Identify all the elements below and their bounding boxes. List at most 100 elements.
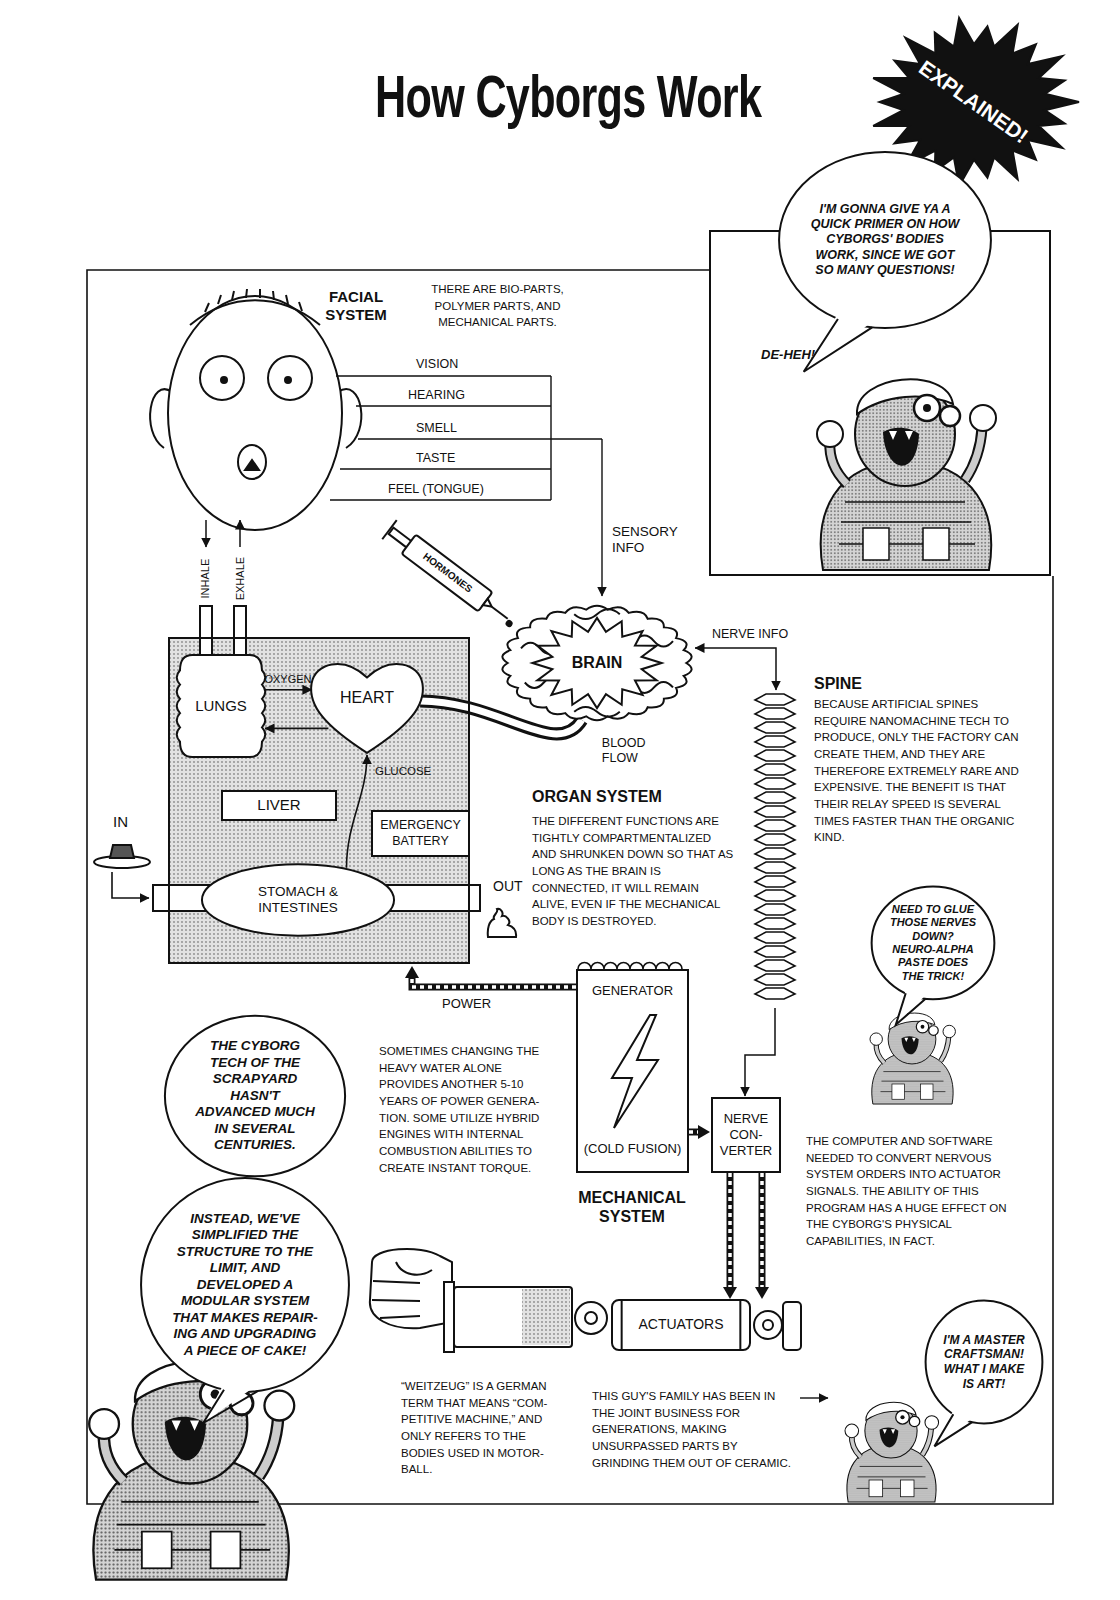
drawing-circle bbox=[221, 377, 227, 383]
generator-box: GENERATOR(COLD FUSION) bbox=[576, 969, 689, 1173]
drawing-ellipse bbox=[238, 445, 266, 479]
vertebra bbox=[755, 708, 795, 719]
liver-box: LIVER bbox=[221, 790, 337, 821]
connector bbox=[412, 978, 576, 987]
drawing-circle bbox=[200, 356, 244, 400]
pipe-line bbox=[689, 1129, 698, 1136]
node-text: I'M GONNA GIVE YA A QUICK PRIMER ON HOW … bbox=[810, 202, 960, 278]
pipe-core bbox=[760, 1173, 764, 1287]
vertebra bbox=[755, 876, 795, 887]
flow-label: IN bbox=[113, 813, 128, 831]
battery-box: EMERGENCY BATTERY bbox=[371, 810, 470, 857]
bubble-tail-fill bbox=[896, 990, 926, 1025]
vertebra bbox=[755, 750, 795, 761]
connector bbox=[347, 755, 368, 868]
drawing-path bbox=[245, 460, 259, 470]
speech-bubble: INSTEAD, WE'VE SIMPLIFIED THE STRUCTURE … bbox=[140, 1177, 350, 1393]
edge-label: BLOOD FLOW bbox=[602, 736, 664, 766]
heart-outline bbox=[311, 664, 423, 753]
cylinder-edge bbox=[622, 1301, 741, 1349]
speech-bubble: I'M A MASTER CRAFTSMAN! WHAT I MAKE IS A… bbox=[925, 1300, 1043, 1424]
nerve-converter-box: NERVE CON-VERTER bbox=[711, 1097, 781, 1173]
drawing-path bbox=[601, 439, 602, 596]
vertebra bbox=[755, 834, 795, 845]
vertebra bbox=[755, 904, 795, 915]
drawing-circle bbox=[575, 1302, 607, 1334]
heart-organ: HEART bbox=[308, 655, 426, 757]
drawing-rect bbox=[522, 1289, 570, 1345]
connector bbox=[730, 1173, 762, 1287]
pipe-core bbox=[728, 1173, 732, 1287]
speech-bubble: I'M GONNA GIVE YA A QUICK PRIMER ON HOW … bbox=[778, 151, 992, 329]
vertebra bbox=[755, 820, 795, 831]
bubble-tail-fill bbox=[203, 1383, 258, 1423]
pipe-line bbox=[727, 1173, 734, 1287]
note-text: THIS GUY'S FAMILY HAS BEEN IN THE JOINT … bbox=[592, 1388, 794, 1471]
drawing-rect bbox=[168, 637, 470, 964]
node-text: BRAIN bbox=[555, 653, 639, 673]
note-text: “WEITZEUG” IS A GERMAN TERM THAT MEANS “… bbox=[401, 1378, 563, 1478]
actuator-cylinder: ACTUATORS bbox=[612, 1300, 750, 1350]
connector bbox=[265, 728, 328, 729]
pipe-line bbox=[759, 1173, 766, 1287]
drawing-use bbox=[845, 1402, 939, 1502]
flow-label: SENSORY INFO bbox=[612, 524, 696, 556]
drawing-circle bbox=[268, 356, 312, 400]
speech-bubble: THE CYBORG TECH OF THE SCRAPYARD HASN'T … bbox=[164, 1015, 346, 1177]
node-text: DE-HEH! bbox=[761, 347, 815, 363]
node-text: I'M A MASTER CRAFTSMAN! WHAT I MAKE IS A… bbox=[943, 1333, 1026, 1392]
node-text: LUNGS bbox=[186, 697, 256, 715]
drawing-use bbox=[870, 1013, 955, 1104]
page-title: How Cyborgs Work bbox=[168, 60, 968, 133]
drawing-path bbox=[695, 648, 776, 690]
vertebra bbox=[755, 960, 795, 971]
vertebra bbox=[755, 764, 795, 775]
drawing-use bbox=[89, 1361, 294, 1579]
flow-label: INHALE bbox=[199, 558, 212, 598]
thin-line bbox=[347, 755, 368, 868]
pipe-core bbox=[689, 1130, 698, 1134]
note-text: SOMETIMES CHANGING THE HEAVY WATER ALONE… bbox=[379, 1043, 564, 1176]
drawing-path bbox=[87, 270, 1053, 1504]
drawing-path bbox=[239, 520, 241, 547]
node-text: STOMACH & INTESTINES bbox=[230, 884, 366, 917]
edge-label: POWER bbox=[442, 996, 491, 1012]
sense-label: VISION bbox=[416, 357, 458, 372]
node-text: HEART bbox=[325, 688, 410, 708]
drawing-path bbox=[800, 1397, 828, 1398]
drawing-use bbox=[817, 379, 996, 570]
drawing-path bbox=[370, 1249, 452, 1328]
bubble-outline bbox=[165, 1016, 345, 1177]
vertebra bbox=[755, 974, 795, 985]
node-text: GENERATOR bbox=[582, 983, 683, 999]
bubble-outline bbox=[872, 887, 995, 1000]
flow-label: NERVE INFO bbox=[712, 627, 788, 642]
section-heading: SPINE bbox=[814, 674, 862, 693]
vertebra bbox=[755, 792, 795, 803]
edge-label: OXYGEN bbox=[264, 673, 311, 686]
node-text: LIVER bbox=[228, 796, 330, 814]
node-text: ACTUATORS bbox=[624, 1316, 738, 1333]
bubble-tail bbox=[934, 1414, 972, 1446]
drawing-g bbox=[370, 1249, 801, 1352]
node-text: THE DIFFERENT FUNCTIONS ARE TIGHTLY COMP… bbox=[532, 813, 737, 930]
drawing-path bbox=[112, 872, 149, 898]
pipe-line bbox=[412, 978, 576, 987]
title-text: How Cyborgs Work bbox=[375, 60, 761, 133]
drawing-path bbox=[382, 520, 396, 539]
flow-label: OUT bbox=[493, 878, 523, 895]
drawing-g bbox=[150, 289, 361, 530]
drawing-rect bbox=[200, 606, 212, 658]
organ-system-box: ORGAN SYSTEMTHE DIFFERENT FUNCTIONS ARE … bbox=[168, 637, 470, 964]
drawing-g bbox=[382, 520, 520, 632]
drawing-path bbox=[488, 909, 516, 937]
edge-label: GLUCOSE bbox=[375, 765, 431, 779]
lungs-outline bbox=[177, 655, 266, 757]
vertebra bbox=[755, 736, 795, 747]
brain-shape: BRAIN bbox=[502, 602, 692, 724]
node-text: ORGAN SYSTEM bbox=[532, 787, 742, 807]
drawing-path bbox=[372, 1262, 432, 1318]
drawing-ellipse bbox=[168, 296, 342, 530]
section-heading: MECHANICAL SYSTEM bbox=[568, 1188, 696, 1226]
sense-label: FEEL (TONGUE) bbox=[388, 482, 484, 497]
